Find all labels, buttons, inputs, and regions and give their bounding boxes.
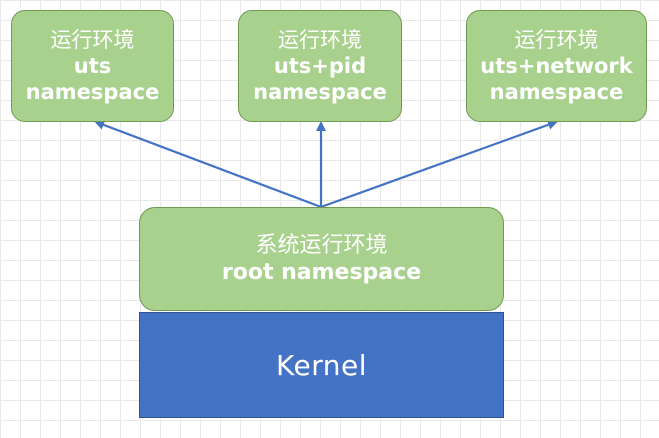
arrow-to-uts-network-env bbox=[320, 120, 558, 209]
namespace-name: uts+pid bbox=[273, 53, 367, 78]
env-title: 运行环境 bbox=[278, 27, 362, 52]
uts-network-namespace-env-box: 运行环境 uts+network namespace bbox=[466, 10, 647, 122]
namespace-name: uts+network bbox=[480, 53, 633, 78]
namespace-label: namespace bbox=[489, 80, 624, 105]
kernel-label: Kernel bbox=[276, 348, 367, 382]
env-title: 运行环境 bbox=[50, 27, 135, 52]
kernel-box: Kernel bbox=[139, 312, 504, 418]
uts-namespace-env-box: 运行环境 uts namespace bbox=[11, 10, 174, 122]
root-namespace-label: root namespace bbox=[221, 260, 422, 285]
namespace-name: uts bbox=[73, 53, 112, 78]
namespace-label: namespace bbox=[253, 80, 387, 105]
env-title: 运行环境 bbox=[514, 27, 599, 52]
system-env-title: 系统运行环境 bbox=[255, 232, 388, 258]
namespace-label: namespace bbox=[25, 80, 160, 105]
uts-pid-namespace-env-box: 运行环境 uts+pid namespace bbox=[238, 10, 402, 122]
system-env-root-namespace-box: 系统运行环境 root namespace bbox=[139, 207, 504, 311]
arrow-to-uts-env bbox=[94, 120, 322, 209]
